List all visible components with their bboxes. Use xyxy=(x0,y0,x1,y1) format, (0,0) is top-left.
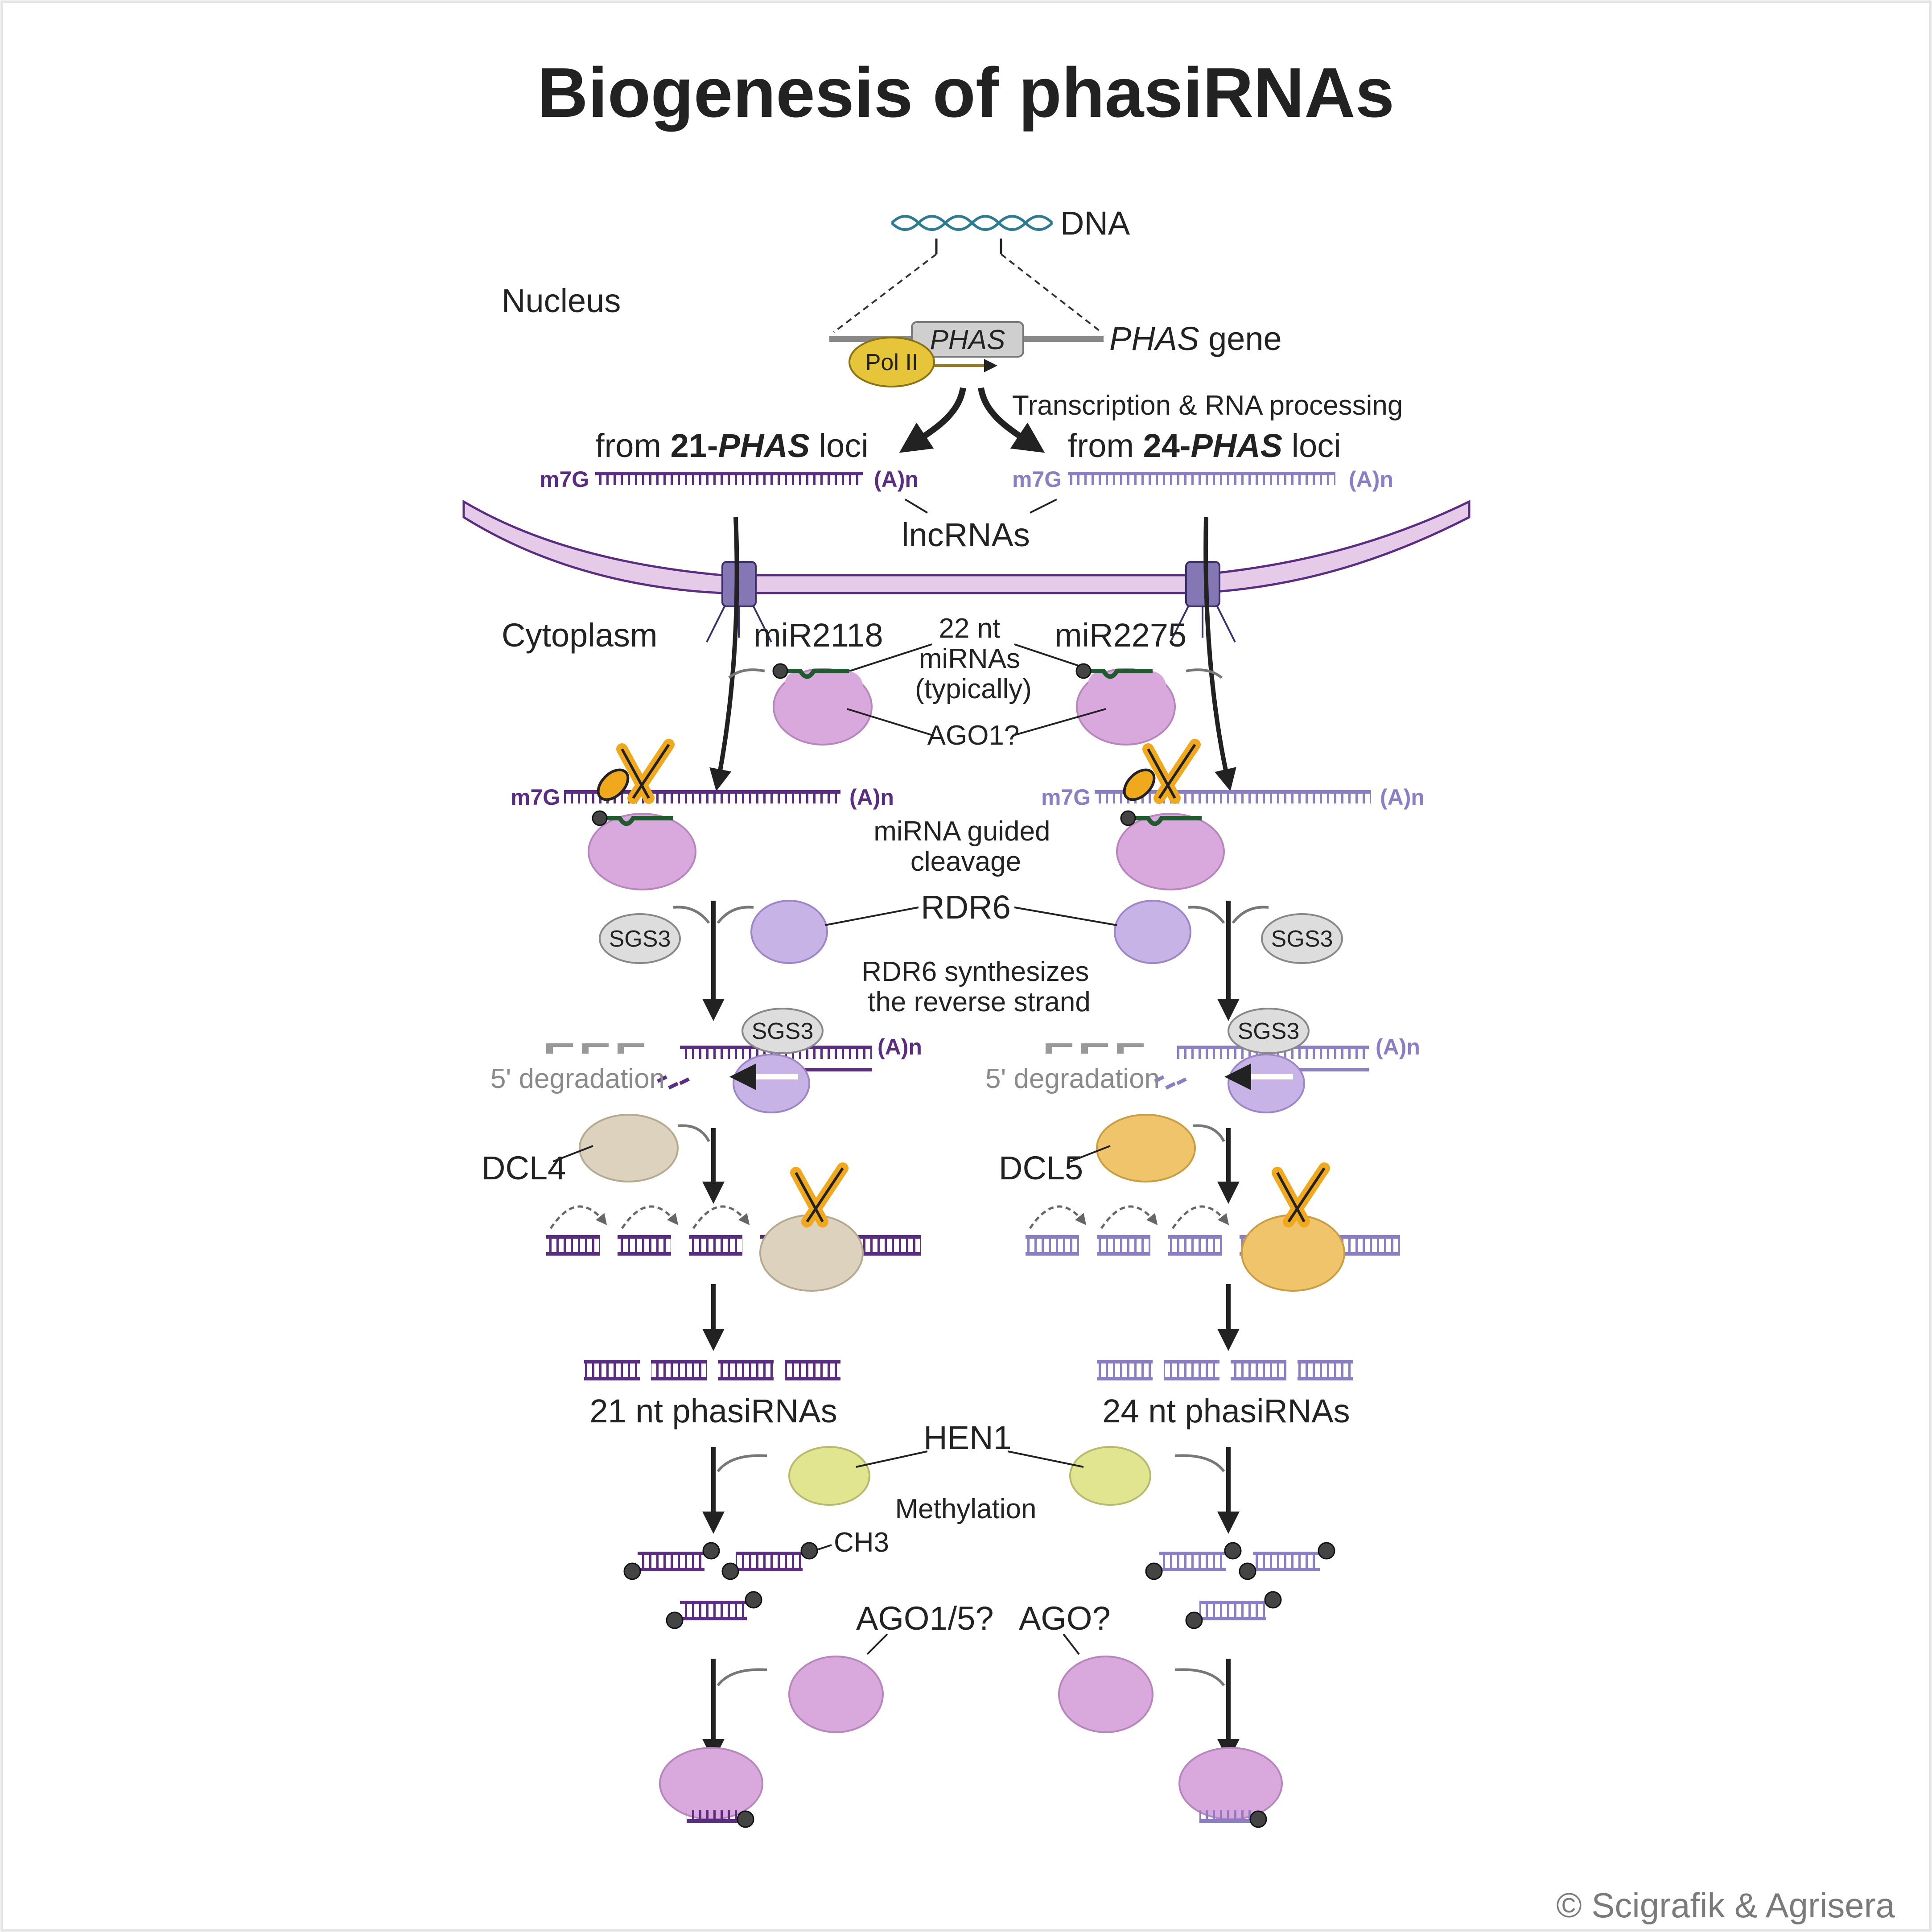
hen1-protein-right xyxy=(1069,1446,1151,1506)
sgs3-protein-left: SGS3 xyxy=(599,913,681,964)
ago15-label: AGO1/5? xyxy=(856,1600,994,1637)
lncrnas-label: lncRNAs xyxy=(902,516,1030,553)
scissors-icon xyxy=(790,1162,849,1228)
rdr6-label: RDR6 xyxy=(921,889,1010,926)
svg-text:(A)n: (A)n xyxy=(849,785,894,810)
arrow-export-21 xyxy=(709,517,739,791)
copyright-notice: © Scigrafik & Agrisera xyxy=(1556,1886,1895,1925)
ago1-mirna-complex-right xyxy=(1075,663,1176,746)
svg-text:m7G: m7G xyxy=(1012,467,1062,492)
mirna-22nt-label: 22 nt miRNAs (typically) xyxy=(915,613,1032,704)
phasirna-24-label: 24 nt phasiRNAs xyxy=(1102,1392,1350,1429)
from-21-label: from 21-PHAS loci xyxy=(595,427,869,464)
rdr6-protein-right xyxy=(1114,900,1191,964)
svg-text:m7G: m7G xyxy=(540,467,589,492)
dsrna-segment xyxy=(1097,1235,1150,1256)
svg-text:(A)n: (A)n xyxy=(874,467,919,492)
dcl5-label: DCL5 xyxy=(999,1149,1083,1186)
svg-text:SGS3: SGS3 xyxy=(1271,926,1333,952)
methylated-duplexes-24 xyxy=(1145,1542,1335,1629)
cleaved-transcript-21: m7G (A)n xyxy=(511,785,894,890)
dsrna-segment xyxy=(1168,1235,1222,1256)
dsrna-synthesis-24: (A)n SGS3 xyxy=(1046,1008,1420,1113)
svg-text:(A)n: (A)n xyxy=(1349,467,1393,492)
svg-text:SGS3: SGS3 xyxy=(1238,1018,1300,1044)
ago1-mirna-complex-left xyxy=(772,663,873,746)
hen1-label: HEN1 xyxy=(923,1419,1011,1456)
svg-text:SGS3: SGS3 xyxy=(609,926,671,952)
lncrna-21: m7G (A)n xyxy=(540,467,919,492)
from-24-label: from 24-PHAS loci xyxy=(1068,427,1341,464)
cleaved-transcript-24: m7G (A)n xyxy=(1041,785,1425,890)
dcl4-label: DCL4 xyxy=(482,1149,566,1186)
methylated-duplexes-21 xyxy=(623,1542,818,1629)
lncrna-24: m7G (A)n xyxy=(1012,467,1393,492)
ago-phasirna-complex-24 xyxy=(1178,1747,1283,1828)
svg-text:m7G: m7G xyxy=(1041,785,1091,810)
transcription-label: Transcription & RNA processing xyxy=(1012,390,1403,421)
dicing-21 xyxy=(546,1205,921,1292)
svg-text:m7G: m7G xyxy=(511,785,560,810)
nucleus-label: Nucleus xyxy=(502,282,621,319)
svg-text:SGS3: SGS3 xyxy=(752,1018,814,1044)
sgs3-protein-right: SGS3 xyxy=(1261,913,1343,964)
dcl5-protein xyxy=(1096,1114,1196,1182)
svg-text:(A)n: (A)n xyxy=(877,1034,922,1059)
ago-phasirna-complex-21 xyxy=(659,1747,763,1828)
cytoplasm-label: Cytoplasm xyxy=(502,617,658,654)
ago15-protein xyxy=(788,1656,884,1733)
arrow-export-24 xyxy=(1203,517,1236,791)
svg-text:Pol II: Pol II xyxy=(865,350,919,375)
mir2118-label: miR2118 xyxy=(754,617,883,654)
scissors-icon xyxy=(597,739,675,804)
dsrna-segment xyxy=(618,1235,671,1256)
scissors-icon xyxy=(1272,1162,1330,1228)
mirna-cap-icon xyxy=(772,663,788,679)
agoq-label: AGO? xyxy=(1019,1600,1111,1637)
dcl4-protein xyxy=(579,1114,679,1182)
ago1-question-label: AGO1? xyxy=(927,720,1020,751)
rdr6-synthesis-label: RDR6 synthesizes the reverse strand xyxy=(861,956,1096,1017)
phasirna-21-label: 21 nt phasiRNAs xyxy=(589,1392,837,1429)
methylation-label: Methylation xyxy=(895,1494,1036,1524)
svg-text:(A)n: (A)n xyxy=(1376,1034,1420,1059)
cleavage-label: miRNA guided cleavage xyxy=(873,816,1058,877)
dsrna-synthesis-21: (A)n SGS3 xyxy=(546,1008,922,1113)
pol2-enzyme xyxy=(849,337,935,387)
dna-label: DNA xyxy=(1060,205,1130,242)
dicing-24 xyxy=(1026,1205,1400,1292)
arrow-to-24 xyxy=(978,387,1045,453)
arrow-to-21 xyxy=(899,387,966,453)
page-title: Biogenesis of phasiRNAs xyxy=(537,54,1395,132)
degradation-label-21: 5' degradation xyxy=(490,1063,665,1094)
nuclear-pore-right xyxy=(1170,561,1236,643)
phas-gene-label: PHAS gene xyxy=(1109,320,1282,357)
dsrna-segment xyxy=(689,1235,742,1256)
ch3-label: CH3 xyxy=(834,1527,889,1558)
phas-box xyxy=(911,321,1024,358)
svg-text:(A)n: (A)n xyxy=(1380,785,1425,810)
phasirna-duplexes-24 xyxy=(1097,1360,1353,1380)
dsrna-segment xyxy=(1026,1235,1079,1256)
degradation-label-24: 5' degradation xyxy=(985,1063,1160,1094)
mir2275-label: miR2275 xyxy=(1055,617,1186,654)
phasirna-duplexes-21 xyxy=(584,1360,840,1380)
ago-protein xyxy=(1058,1656,1153,1733)
hen1-protein-left xyxy=(788,1446,870,1506)
dna-helix xyxy=(890,215,1054,231)
rdr6-protein-left xyxy=(750,900,828,964)
phas-gene: PHAS Pol II xyxy=(829,321,1104,387)
svg-text:PHAS: PHAS xyxy=(930,325,1005,355)
scissors-icon xyxy=(1123,739,1201,804)
dsrna-segment xyxy=(546,1235,600,1256)
